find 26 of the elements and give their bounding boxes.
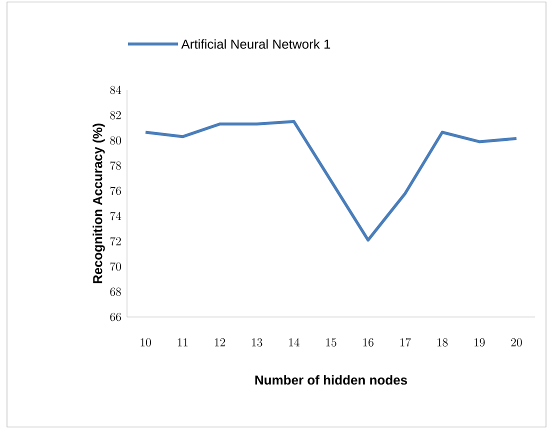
y-tick-label: 74 bbox=[110, 212, 122, 220]
x-tick-label: 18 bbox=[438, 338, 448, 347]
x-tick-label: 11 bbox=[178, 338, 188, 346]
y-tick-label: 82 bbox=[110, 111, 121, 120]
y-tick-label: 70 bbox=[110, 262, 121, 271]
x-tick-label: 14 bbox=[289, 338, 300, 346]
y-tick-label: 84 bbox=[110, 86, 122, 94]
x-tick-label: 10 bbox=[140, 338, 151, 347]
x-tick-label: 12 bbox=[214, 338, 226, 346]
x-tick-label: 19 bbox=[474, 338, 485, 347]
y-axis-title: Recognition Accuracy (%) bbox=[92, 124, 105, 284]
x-tick-label: 16 bbox=[363, 338, 374, 347]
y-tick-label: 80 bbox=[110, 136, 121, 145]
x-tick-label: 13 bbox=[252, 338, 262, 347]
x-tick-label: 17 bbox=[400, 338, 411, 347]
y-tick-label: 72 bbox=[110, 237, 121, 246]
y-tick-label: 76 bbox=[110, 186, 121, 196]
legend: Artificial Neural Network 1 bbox=[128, 39, 330, 49]
y-tick-label: 66 bbox=[110, 312, 121, 322]
x-tick-label: 15 bbox=[326, 338, 336, 347]
x-tick-label: 20 bbox=[511, 338, 522, 347]
legend-label: Artificial Neural Network 1 bbox=[181, 39, 330, 49]
y-tick-label: 78 bbox=[110, 161, 121, 170]
y-tick-label: 68 bbox=[110, 288, 121, 296]
x-axis-title: Number of hidden nodes bbox=[255, 375, 408, 385]
line-series bbox=[144, 120, 518, 242]
